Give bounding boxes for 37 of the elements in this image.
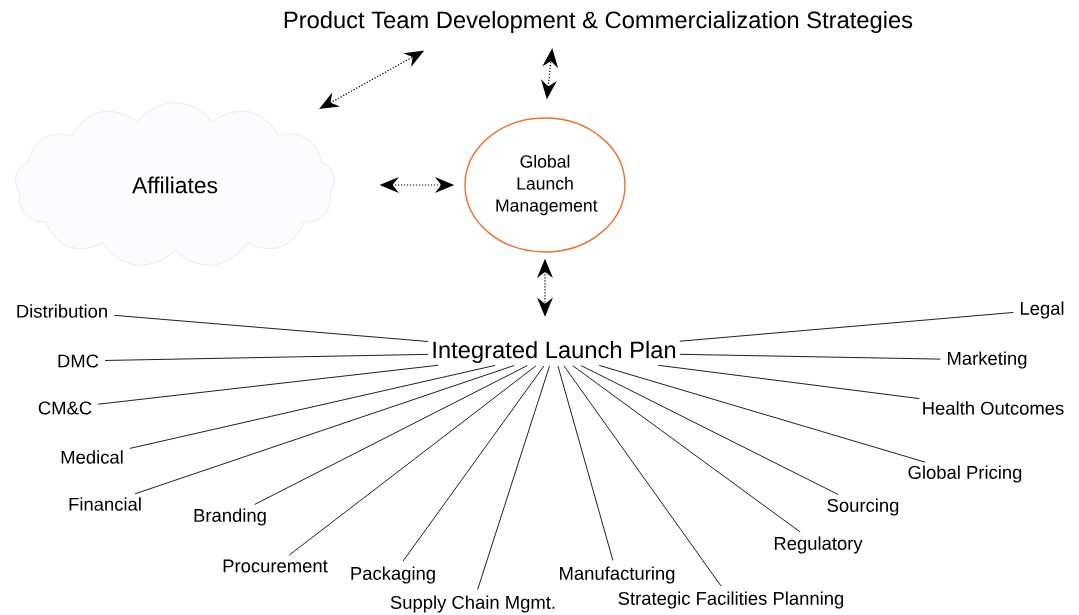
function-label: Supply Chain Mgmt. [390, 595, 555, 613]
function-label: CM&C [38, 401, 92, 415]
function-label: Packaging [351, 566, 435, 584]
function-label: Regulatory [774, 536, 863, 554]
leader-line [572, 365, 801, 533]
leader-line [134, 365, 515, 495]
leader-line [557, 365, 614, 561]
hub-label: Integrated Launch Plan [433, 340, 676, 364]
leader-line [113, 314, 429, 342]
leader-line [679, 312, 1014, 342]
function-label: Strategic Facilities Planning [618, 591, 844, 609]
function-label: Manufacturing [560, 566, 675, 584]
leader-line [288, 365, 537, 556]
leader-line [657, 364, 920, 400]
function-label: Branding [194, 508, 266, 526]
leader-line [679, 353, 941, 360]
heading: Product Team Development & Commercialization Strategies [284, 10, 913, 34]
leader-line [598, 365, 926, 463]
function-label: Distribution [17, 304, 107, 318]
function-label: Sourcing [827, 498, 899, 516]
leader-line [97, 364, 439, 405]
ellipse-node: Global Launch Management [464, 117, 626, 253]
function-label: Global Pricing [908, 465, 1022, 483]
function-label: Medical [61, 450, 123, 464]
function-label: DMC [58, 354, 99, 368]
leader-line [402, 365, 545, 562]
function-label: Legal [1020, 301, 1064, 319]
leader-line [129, 364, 496, 449]
leader-line [563, 365, 722, 587]
function-label: Health Outcomes [923, 401, 1064, 415]
function-label: Procurement [223, 559, 328, 573]
leader-line [580, 365, 839, 495]
leader-line [254, 365, 528, 505]
function-label: Marketing [948, 351, 1027, 369]
leader-line [477, 365, 550, 590]
leader-line [104, 353, 429, 361]
function-label: Financial [69, 497, 141, 511]
